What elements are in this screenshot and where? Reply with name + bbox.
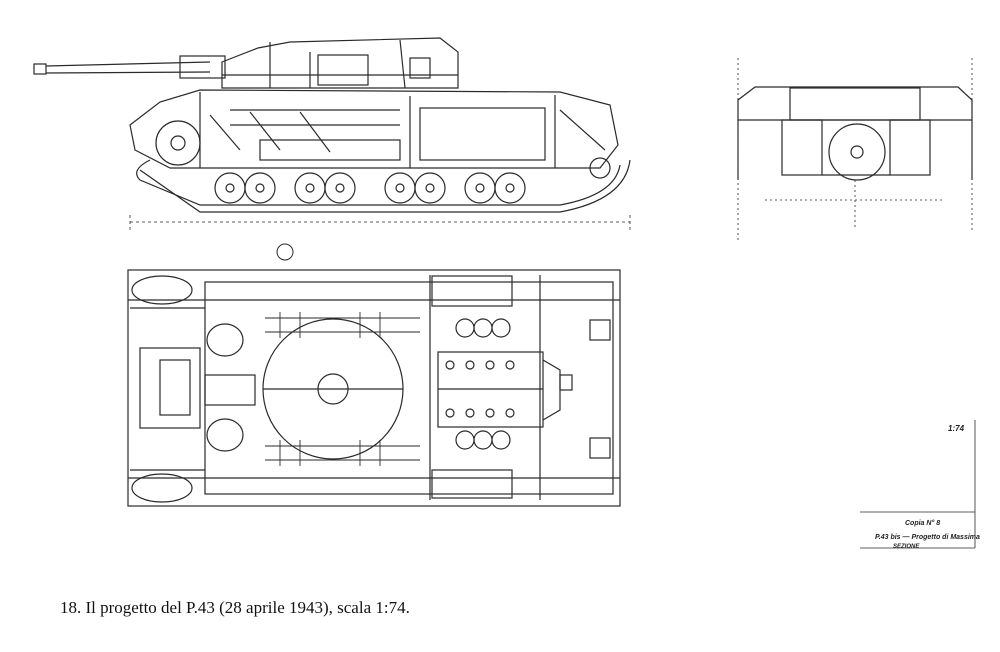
fuel-tanks [455, 318, 511, 450]
side-view [33, 37, 631, 261]
plan-sprockets [131, 275, 193, 503]
transmission [139, 323, 256, 452]
road-wheels [214, 157, 611, 204]
gun-barrel [33, 55, 226, 79]
title-block-side-note: 1:74 [948, 424, 965, 433]
front-view [737, 58, 973, 240]
front-dimension-lines [737, 58, 973, 240]
tank-blueprint-drawing [33, 37, 976, 549]
plan-view [127, 269, 621, 507]
figure-caption: 18. Il progetto del P.43 (28 aprile 1943… [60, 598, 410, 617]
turret [221, 37, 459, 89]
hull-side [129, 89, 619, 169]
track-side [136, 159, 631, 213]
turret-ring [262, 318, 404, 460]
side-dimension-lines [129, 215, 631, 230]
title-block-frame [860, 420, 976, 549]
title-block-copy-label: Copia N° 8 [905, 520, 941, 527]
title-block-section-label: SEZIONE [893, 544, 920, 550]
drive-sprocket [155, 120, 201, 166]
ammo-racks [265, 312, 420, 466]
title-block-project-label: P.43 bis — Progetto di Massima [875, 534, 980, 541]
engine [437, 351, 573, 428]
